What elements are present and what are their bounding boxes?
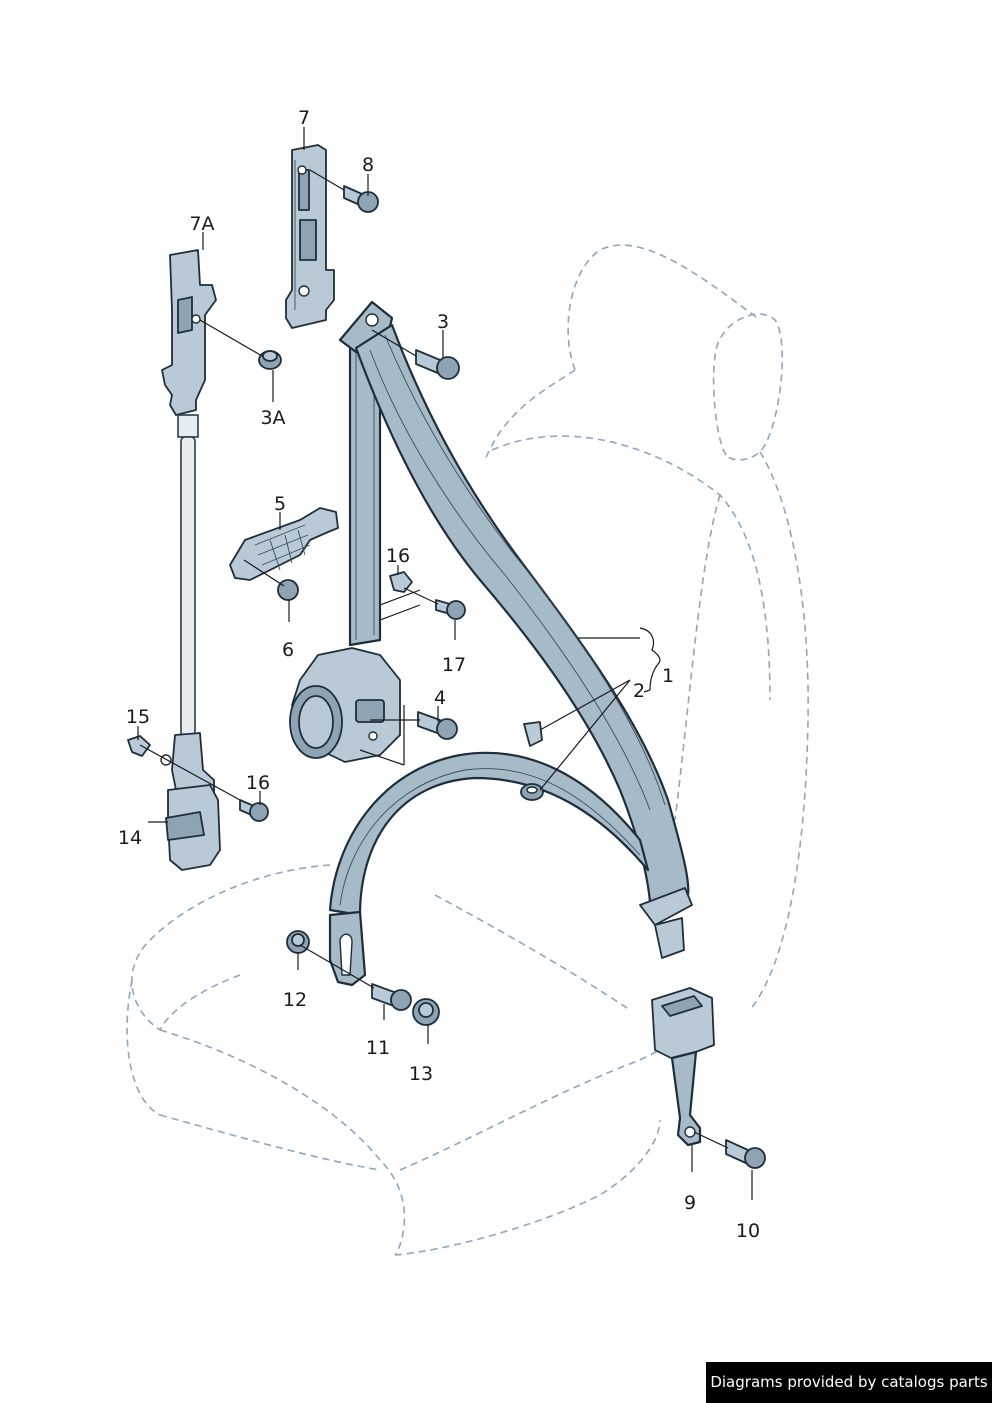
bolt-4 xyxy=(417,711,458,740)
watermark-banner: Diagrams provided by catalogs parts xyxy=(706,1362,992,1403)
bolt-8 xyxy=(343,185,379,213)
nut-3a xyxy=(258,350,282,370)
callout-1: 1 xyxy=(662,665,674,687)
callout-3a: 3A xyxy=(260,407,285,429)
washer-12 xyxy=(286,930,310,954)
nut-6 xyxy=(277,579,299,601)
leader-lines xyxy=(137,127,753,1200)
callout-11: 11 xyxy=(366,1037,390,1059)
callout-8: 8 xyxy=(362,154,374,176)
callout-2: 2 xyxy=(633,680,645,702)
callout-15: 15 xyxy=(126,706,150,728)
bolt-10 xyxy=(725,1139,766,1169)
callout-7a: 7A xyxy=(189,213,214,235)
bolt-17 xyxy=(435,599,466,620)
callout-9: 9 xyxy=(684,1192,696,1214)
bolt-11 xyxy=(371,983,412,1011)
callout-3: 3 xyxy=(437,311,449,333)
nut-13 xyxy=(412,998,440,1026)
height-adjuster-rail xyxy=(285,144,335,329)
callout-4: 4 xyxy=(434,687,446,709)
seat-belt-buckle xyxy=(651,987,715,1147)
clip-2 xyxy=(520,721,544,801)
bolt-3 xyxy=(415,349,460,380)
callout-7: 7 xyxy=(298,107,310,129)
callout-6: 6 xyxy=(282,639,294,661)
lap-belt-strap xyxy=(328,751,650,987)
clip-15 xyxy=(127,735,151,757)
callout-17: 17 xyxy=(442,654,466,676)
callout-16-upper: 16 xyxy=(386,545,410,567)
callout-14: 14 xyxy=(118,827,142,849)
height-adjuster-with-rod xyxy=(160,249,221,871)
callout-labels: 1 2 3 3A 4 5 6 7 7A 8 9 10 11 12 13 14 1… xyxy=(118,107,760,1242)
callout-5: 5 xyxy=(274,493,286,515)
callout-16-lower: 16 xyxy=(246,772,270,794)
callout-13: 13 xyxy=(409,1063,433,1085)
belt-guide-bracket xyxy=(229,507,339,581)
seat-outline xyxy=(126,244,809,1256)
callout-10: 10 xyxy=(736,1220,760,1242)
bolt-16-lower xyxy=(239,799,269,822)
callout-12: 12 xyxy=(283,989,307,1011)
clip-16-upper xyxy=(389,571,413,593)
seat-belt-assembly xyxy=(289,300,693,959)
